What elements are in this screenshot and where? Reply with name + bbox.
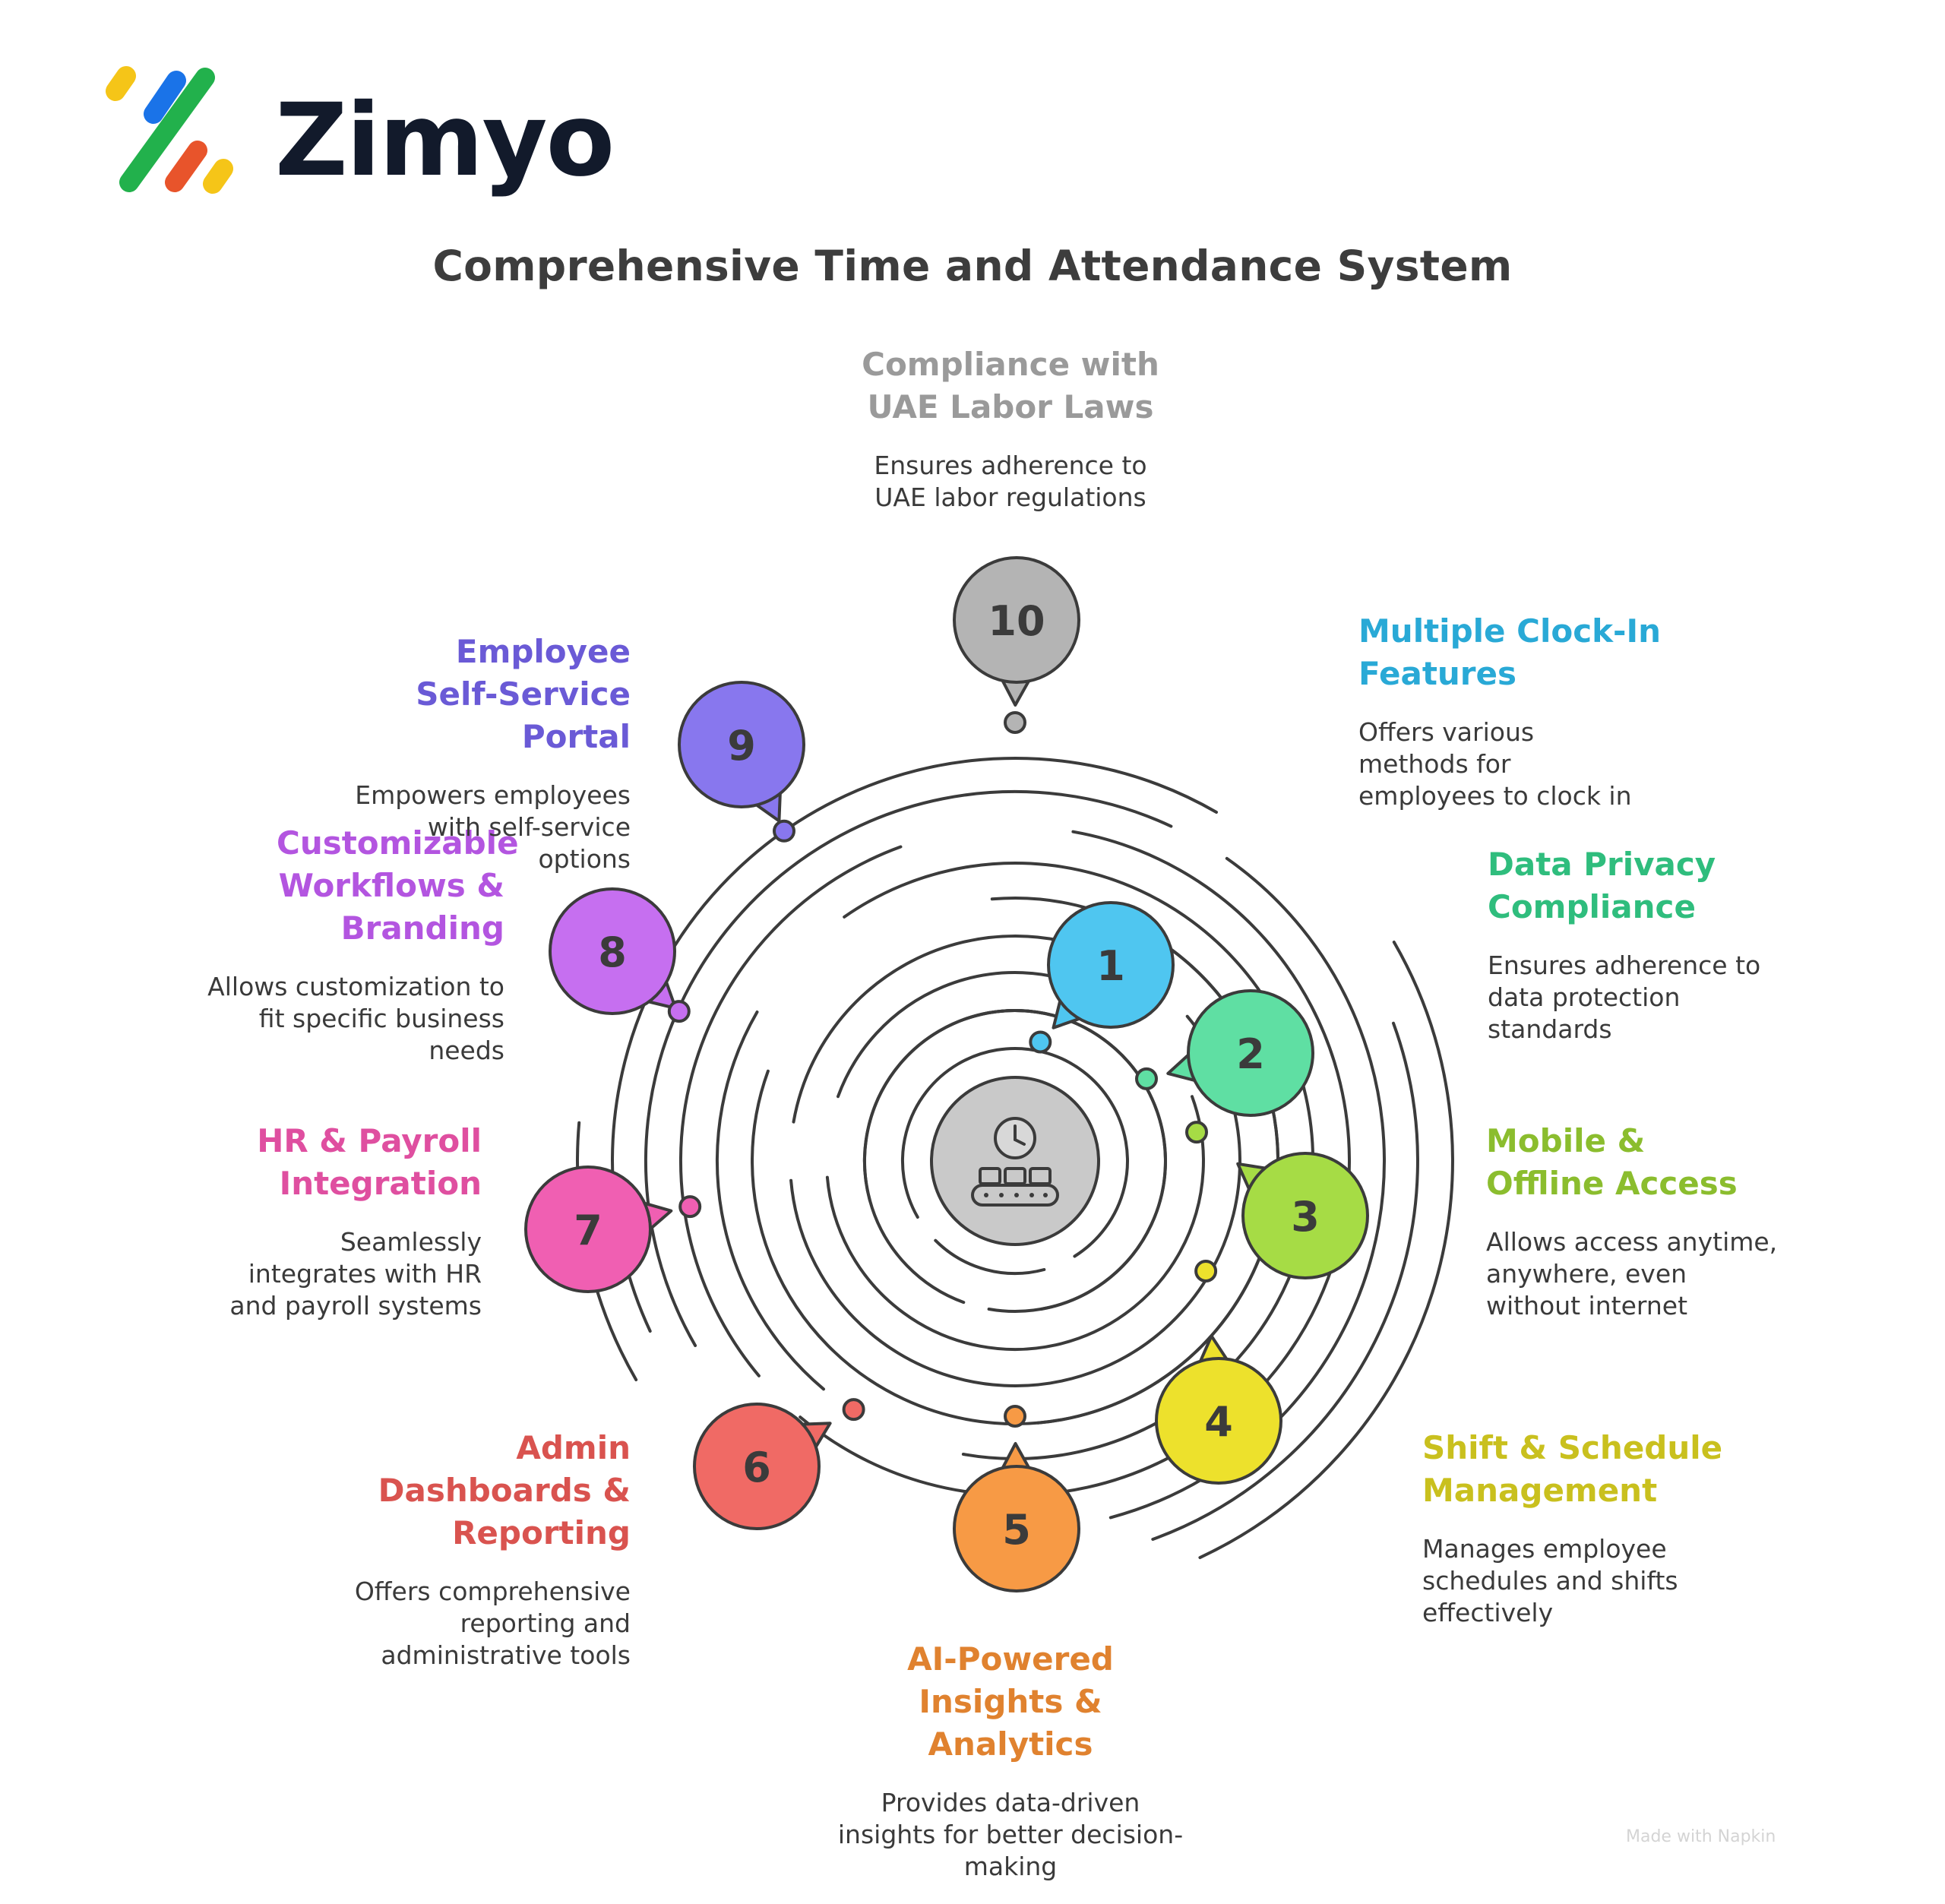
feature-number: 4 [1204,1398,1233,1446]
feature-4: Shift & Schedule Management Manages empl… [1422,1427,1726,1629]
ring-arc-3-1 [792,934,1112,1124]
ring-arc-8-0 [1151,1021,1419,1541]
brand-name: Zimyo [275,82,615,199]
number-bubble-fill [1050,904,1172,1026]
feature-marker-6: 6 [693,1398,865,1530]
ring-dot [1004,1405,1026,1428]
feature-marker-9: 9 [678,681,805,843]
feature-6: Admin Dashboards & Reporting Offers comp… [319,1427,631,1672]
ring-arc-3-0 [789,1014,1241,1387]
ring-dot [773,819,795,843]
feature-marker-2: 2 [1135,989,1314,1117]
feature-number: 10 [988,597,1045,645]
feature-7: HR & Payroll Integration Seamlessly inte… [198,1120,482,1322]
feature-description: Offers comprehensive reporting and admin… [354,1577,631,1670]
ring-arc-9-0 [1198,941,1454,1559]
zimyo-logo-icon [106,66,233,194]
feature-description: Provides data-driven insights for better… [837,1788,1184,1881]
feature-number: 9 [727,722,756,770]
number-bubble-fill [956,559,1077,681]
feature-title: Admin Dashboards & Reporting [378,1429,631,1551]
number-bubble-fill [681,684,802,805]
feature-number: 6 [742,1444,771,1491]
number-bubble-fill [552,890,673,1012]
number-bubble-fill [1190,992,1311,1114]
feature-title: HR & Payroll Integration [257,1122,482,1202]
feature-description: Allows access anytime, anywhere, even wi… [1486,1227,1778,1320]
feature-description: Ensures adherence to UAE labor regulatio… [874,451,1147,512]
feature-title: Multiple Clock-In Features [1358,612,1661,692]
clock-conveyor-icon [930,1076,1100,1246]
number-bubble-fill [527,1169,649,1290]
feature-marker-3: 3 [1185,1121,1369,1279]
feature-1: Multiple Clock-In Features Offers variou… [1358,610,1678,812]
feature-marker-7: 7 [524,1165,702,1293]
ring-dot [1194,1260,1218,1283]
feature-description: Offers various methods for employees to … [1358,717,1632,811]
feature-description: Allows customization to fit specific bus… [207,972,504,1065]
feature-title: Employee Self-Service Portal [416,633,631,755]
feature-marker-4: 4 [1155,1260,1282,1485]
ring-dot [1029,1030,1052,1054]
feature-title: AI-Powered Insights & Analytics [907,1640,1114,1763]
feature-10: Compliance with UAE Labor Laws Ensures a… [790,343,1231,514]
feature-title: Customizable Workflows & Branding [277,824,519,947]
feature-number: 3 [1291,1193,1320,1241]
feature-number: 8 [598,928,627,976]
feature-title: Mobile & Offline Access [1486,1122,1738,1202]
ring-arc-1-2 [863,1009,1167,1314]
feature-3: Mobile & Offline Access Allows access an… [1486,1120,1790,1322]
ring-arc-5-0 [715,1011,825,1391]
feature-number: 2 [1236,1030,1265,1078]
feature-marker-1: 1 [1029,901,1175,1054]
feature-8: Customizable Workflows & Branding Allows… [205,822,519,1067]
ring-arc-6-1 [678,845,903,1377]
feature-2: Data Privacy Compliance Ensures adherenc… [1488,843,1792,1045]
feature-description: Seamlessly integrates with HR and payrol… [229,1227,482,1320]
feature-description: Empowers employees with self-service opt… [355,780,631,874]
ring-arc-0-1 [934,1238,1046,1276]
feature-number: 1 [1096,942,1125,990]
feature-number: 7 [574,1207,602,1254]
page-title: Comprehensive Time and Attendance System [432,242,1513,290]
number-bubble-fill [1158,1360,1279,1482]
ring-dot [678,1195,702,1219]
ring-arc-2-1 [825,1095,1205,1351]
number-bubble-fill [696,1406,818,1527]
feature-title: Shift & Schedule Management [1422,1429,1723,1509]
feature-marker-10: 10 [953,556,1080,734]
feature-marker-5: 5 [953,1405,1080,1592]
feature-description: Ensures adherence to data protection sta… [1488,950,1761,1044]
number-bubble-fill [1244,1155,1366,1276]
ring-dot [1185,1121,1208,1144]
feature-5: AI-Powered Insights & Analytics Provides… [805,1638,1216,1883]
feature-title: Compliance with UAE Labor Laws [862,346,1159,425]
feature-marker-8: 8 [549,887,691,1023]
ring-dot [1004,711,1026,734]
number-bubble-fill [956,1468,1077,1589]
footer-credit: Made with Napkin [1626,1827,1776,1846]
feature-9: Employee Self-Service Portal Empowers em… [319,631,631,875]
feature-description: Manages employee schedules and shifts ef… [1422,1534,1678,1627]
ring-dot [842,1398,865,1422]
feature-number: 5 [1002,1506,1031,1554]
ring-dot [1135,1067,1158,1090]
ring-dot [667,1000,691,1023]
feature-title: Data Privacy Compliance [1488,846,1716,925]
ring-arc-5-1 [843,862,1315,1460]
